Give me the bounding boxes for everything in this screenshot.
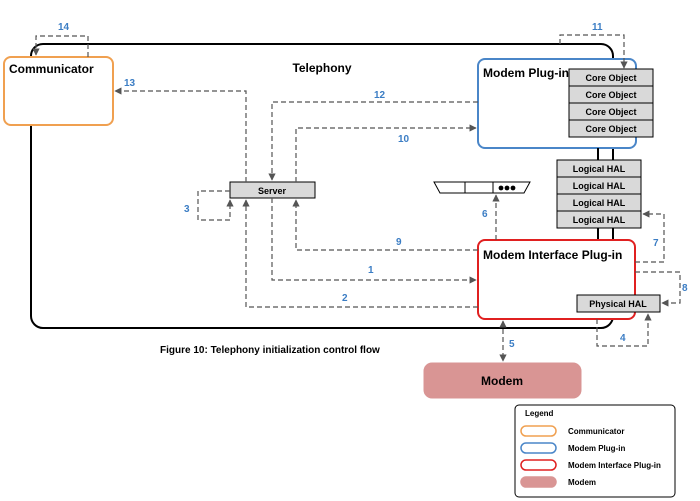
legend: Legend Communicator Modem Plug-in Modem … <box>514 404 676 498</box>
flow-number: 7 <box>653 238 659 249</box>
legend-item-label: Modem <box>568 478 596 487</box>
legend-item-label: Modem Interface Plug-in <box>568 461 661 470</box>
legend-title: Legend <box>525 409 554 418</box>
flow-number: 12 <box>374 90 386 101</box>
legend-swatch-communicator <box>520 425 557 437</box>
flow-number: 9 <box>396 237 402 248</box>
figure-caption: Figure 10: Telephony initialization cont… <box>160 345 380 356</box>
core-object <box>568 119 654 138</box>
flow-arrow-3 <box>197 190 234 221</box>
flow-arrow-11 <box>559 34 628 69</box>
flow-number: 3 <box>184 204 190 215</box>
flow-arrow-12 <box>268 101 478 181</box>
logical-hal-label: Logical HAL <box>573 198 626 208</box>
flow-arrow-13 <box>114 87 247 182</box>
communicator-box <box>3 56 114 126</box>
flow-arrow-10 <box>295 124 477 182</box>
flow-arrow-8 <box>635 271 681 307</box>
core-object-label: Core Object <box>585 107 636 117</box>
legend-item-label: Modem Plug-in <box>568 444 625 453</box>
flow-arrow-9 <box>292 199 478 251</box>
flow-number: 5 <box>509 339 515 350</box>
flow-number: 14 <box>58 22 70 33</box>
flow-number: 13 <box>124 78 136 89</box>
server-label: Server <box>258 186 287 196</box>
flow-arrow-2 <box>242 199 478 308</box>
flow-arrow-4 <box>596 313 652 347</box>
channel-queue-icon <box>433 181 531 194</box>
modem-box <box>423 362 582 399</box>
flow-number: 4 <box>620 333 626 344</box>
modem-label: Modem <box>481 374 523 388</box>
logical-hal-label: Logical HAL <box>573 164 626 174</box>
core-object-label: Core Object <box>585 90 636 100</box>
flow-number: 11 <box>592 22 603 33</box>
telephony-label: Telephony <box>292 61 351 75</box>
flow-number: 2 <box>342 293 348 304</box>
core-object-label: Core Object <box>585 124 636 134</box>
logical-hal-label: Logical HAL <box>573 215 626 225</box>
flow-number: 1 <box>368 265 374 276</box>
physical-hal-label: Physical HAL <box>589 299 647 309</box>
physical-hal-box <box>576 294 661 313</box>
modem-interface-plugin-label: Modem Interface Plug-in <box>483 248 622 262</box>
core-object-label: Core Object <box>585 73 636 83</box>
modem-plugin-label: Modem Plug-in <box>483 66 569 80</box>
flow-arrow-1 <box>271 198 477 284</box>
logical-hal-label: Logical HAL <box>573 181 626 191</box>
legend-swatch-modem <box>520 476 557 488</box>
legend-swatch-modem-plugin <box>520 442 557 454</box>
legend-swatch-modem-interface-plugin <box>520 459 557 471</box>
flow-arrow-7 <box>635 210 665 263</box>
core-object-stack: Core Object Core Object Core Object Core… <box>568 68 654 138</box>
flow-number: 8 <box>682 283 688 294</box>
flow-arrow-14 <box>32 35 89 57</box>
communicator-label: Communicator <box>9 62 94 76</box>
flow-number: 10 <box>398 134 410 145</box>
flow-number: 6 <box>482 209 488 220</box>
legend-item-label: Communicator <box>568 427 624 436</box>
logical-hal-stack: Logical HAL Logical HAL Logical HAL Logi… <box>556 159 642 229</box>
